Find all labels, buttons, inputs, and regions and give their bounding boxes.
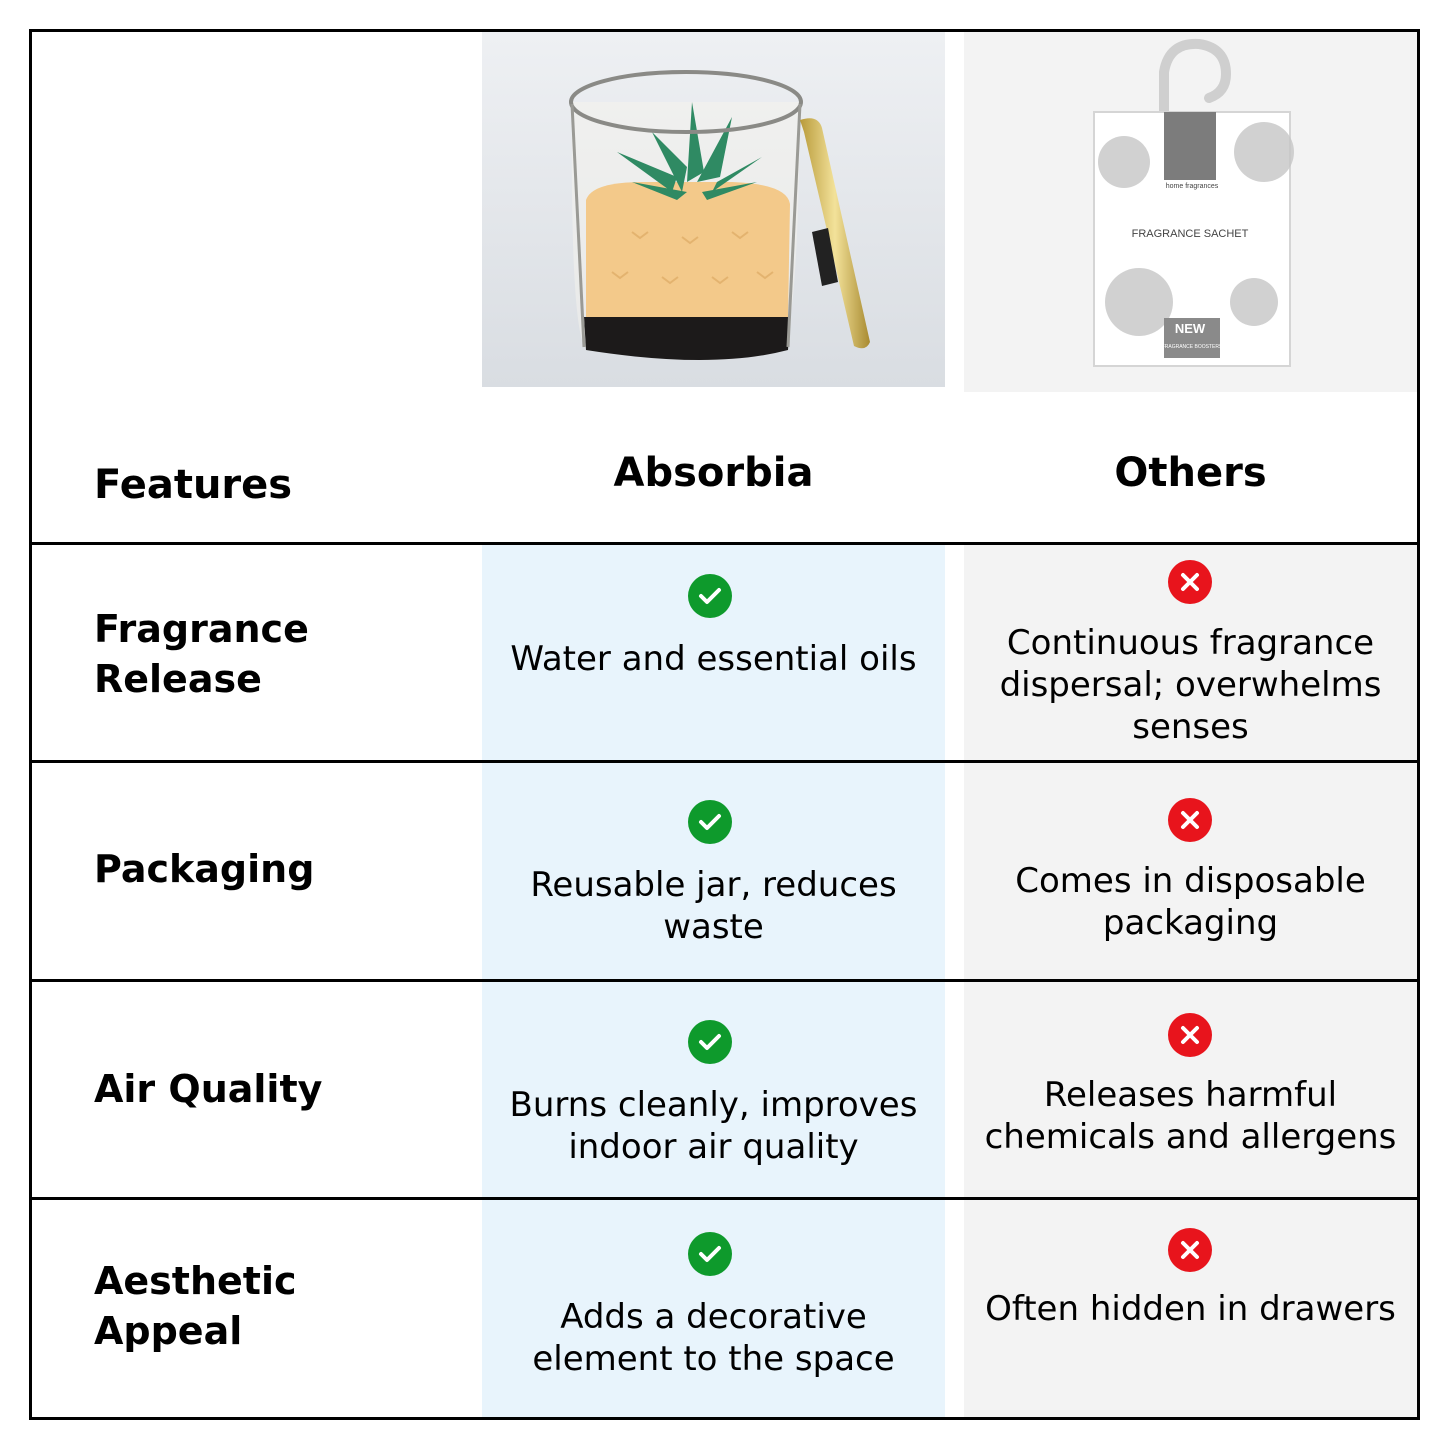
cross-icon [1168, 560, 1212, 604]
absorbia-header: Absorbia [613, 450, 814, 496]
check-icon [688, 1020, 732, 1064]
absorbia-cell: Reusable jar, reduces waste [530, 865, 897, 947]
check-icon [688, 800, 732, 844]
feature-label: Air Quality [94, 1067, 323, 1111]
absorbia-cell: Adds a decorative element to the space [532, 1297, 895, 1379]
absorbia-cell: Water and essential oils [510, 639, 917, 679]
features-header: Features [94, 462, 293, 508]
cross-icon [1168, 1228, 1212, 1272]
others-cell: Often hidden in drawers [985, 1289, 1396, 1329]
candle-jar-image [482, 32, 945, 387]
feature-label: Fragrance Release [94, 607, 309, 701]
check-icon [688, 1232, 732, 1276]
row-divider [32, 760, 1417, 763]
others-header: Others [1114, 450, 1267, 496]
svg-text:home fragrances: home fragrances [1166, 183, 1219, 190]
cross-icon [1168, 798, 1212, 842]
others-cell: Continuous fragrance dispersal; overwhel… [999, 623, 1382, 747]
feature-label: Aesthetic Appeal [94, 1259, 297, 1353]
svg-text:NEW: NEW [1175, 321, 1206, 336]
svg-text:FRAGRANCE BOOSTERS: FRAGRANCE BOOSTERS [1162, 344, 1223, 350]
others-cell: Releases harmful chemicals and allergens [984, 1075, 1397, 1157]
feature-label: Packaging [94, 847, 315, 891]
sachet-image: home fragrances FRAGRANCE SACHET NEW FRA… [964, 32, 1417, 392]
check-icon [688, 574, 732, 618]
comparison-table: Absorbia home fragrances FRAGRANCE SACHE… [29, 29, 1420, 1420]
row-divider [32, 979, 1417, 982]
absorbia-cell: Burns cleanly, improves indoor air quali… [509, 1085, 918, 1167]
svg-text:FRAGRANCE SACHET: FRAGRANCE SACHET [1132, 228, 1249, 240]
row-divider [32, 1197, 1417, 1200]
others-cell: Comes in disposable packaging [1015, 861, 1366, 943]
row-divider [32, 542, 1417, 545]
absorbia-column: Absorbia [482, 32, 945, 1417]
cross-icon [1168, 1013, 1212, 1057]
